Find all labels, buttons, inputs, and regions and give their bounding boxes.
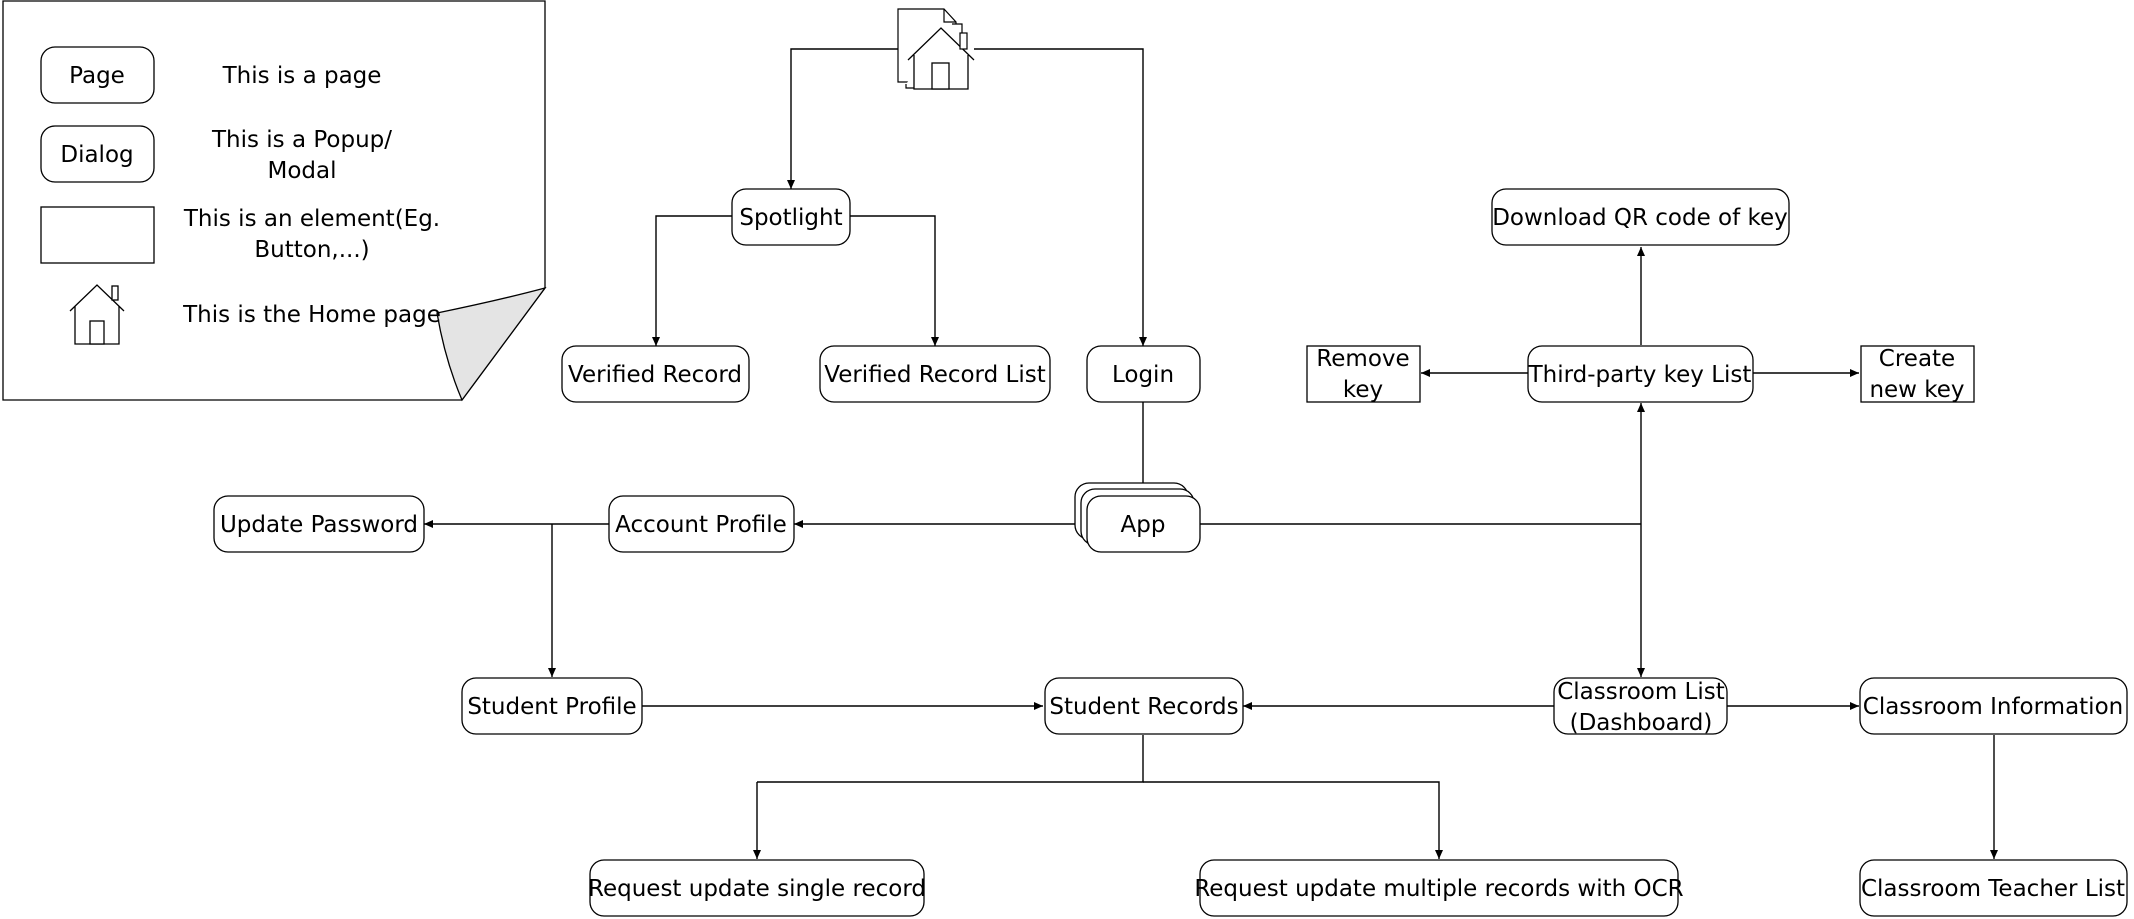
legend-home-icon xyxy=(69,284,125,345)
legend-dialog-shape xyxy=(40,125,155,183)
node-classroom-list-label-1: Classroom List xyxy=(1557,679,1725,705)
legend-page-sample: Page xyxy=(69,63,125,89)
node-student-records[interactable]: Student Records xyxy=(1044,677,1244,735)
node-create-key-label-1: Create xyxy=(1879,346,1955,372)
node-verified-record-label: Verified Record xyxy=(568,362,742,388)
node-classroom-information-label: Classroom Information xyxy=(1863,694,2123,720)
node-spotlight[interactable]: Spotlight xyxy=(731,188,851,246)
node-classroom-teacher-list-label: Classroom Teacher List xyxy=(1861,876,2125,902)
node-request-single-record[interactable]: Request update single record xyxy=(588,859,926,917)
node-student-profile[interactable]: Student Profile xyxy=(461,677,643,735)
node-remove-key-button[interactable]: Remove key xyxy=(1306,345,1421,403)
legend-dialog-desc-2: Modal xyxy=(268,158,337,184)
node-create-key-label-2: new key xyxy=(1869,377,1964,403)
node-remove-key-label-1: Remove xyxy=(1316,346,1409,372)
node-classroom-teacher-list[interactable]: Classroom Teacher List xyxy=(1859,859,2128,917)
node-third-party-key-list-label: Third-party key List xyxy=(1528,362,1752,388)
node-login-label: Login xyxy=(1112,362,1174,388)
node-download-qr-code-label: Download QR code of key xyxy=(1492,205,1788,231)
node-classroom-information[interactable]: Classroom Information xyxy=(1859,677,2128,735)
node-remove-key-label-2: key xyxy=(1343,377,1383,403)
legend-element-desc-1: This is an element(Eg. xyxy=(183,206,440,232)
node-classroom-list-label-2: (Dashboard) xyxy=(1570,710,1713,736)
node-request-multiple-records-label: Request update multiple records with OCR xyxy=(1194,876,1683,902)
node-verified-record-list[interactable]: Verified Record List xyxy=(819,345,1051,403)
node-request-multiple-records[interactable]: Request update multiple records with OCR xyxy=(1194,859,1684,917)
node-verified-record[interactable]: Verified Record xyxy=(561,345,750,403)
node-update-password-label: Update Password xyxy=(220,512,418,538)
legend-page-curl xyxy=(436,286,547,402)
node-app[interactable]: App xyxy=(1074,482,1201,553)
legend-element-shape xyxy=(40,206,155,264)
home-node-icon[interactable] xyxy=(897,8,975,90)
legend-page-shape xyxy=(40,46,155,104)
node-create-key-button[interactable]: Create new key xyxy=(1860,345,1975,403)
node-download-qr-code[interactable]: Download QR code of key xyxy=(1491,188,1790,246)
node-spotlight-label: Spotlight xyxy=(739,205,842,231)
node-account-profile[interactable]: Account Profile xyxy=(608,495,795,553)
node-verified-record-list-label: Verified Record List xyxy=(824,362,1045,388)
legend-home-desc: This is the Home page xyxy=(182,302,441,328)
node-app-label: App xyxy=(1121,512,1166,538)
legend: Page This is a page Dialog This is a Pop… xyxy=(2,0,547,402)
node-account-profile-label: Account Profile xyxy=(615,512,787,538)
legend-element-desc-2: Button,...) xyxy=(254,237,369,263)
node-third-party-key-list[interactable]: Third-party key List xyxy=(1527,345,1754,403)
node-request-single-record-label: Request update single record xyxy=(588,876,926,902)
legend-dialog-sample: Dialog xyxy=(60,142,133,168)
node-student-records-label: Student Records xyxy=(1049,694,1238,720)
node-update-password[interactable]: Update Password xyxy=(213,495,425,553)
edges xyxy=(424,48,1998,859)
legend-page-desc: This is a page xyxy=(222,63,382,89)
node-classroom-list[interactable]: Classroom List (Dashboard) xyxy=(1553,677,1728,736)
legend-dialog-desc-1: This is a Popup/ xyxy=(211,127,392,153)
node-student-profile-label: Student Profile xyxy=(467,694,636,720)
node-login[interactable]: Login xyxy=(1086,345,1201,403)
